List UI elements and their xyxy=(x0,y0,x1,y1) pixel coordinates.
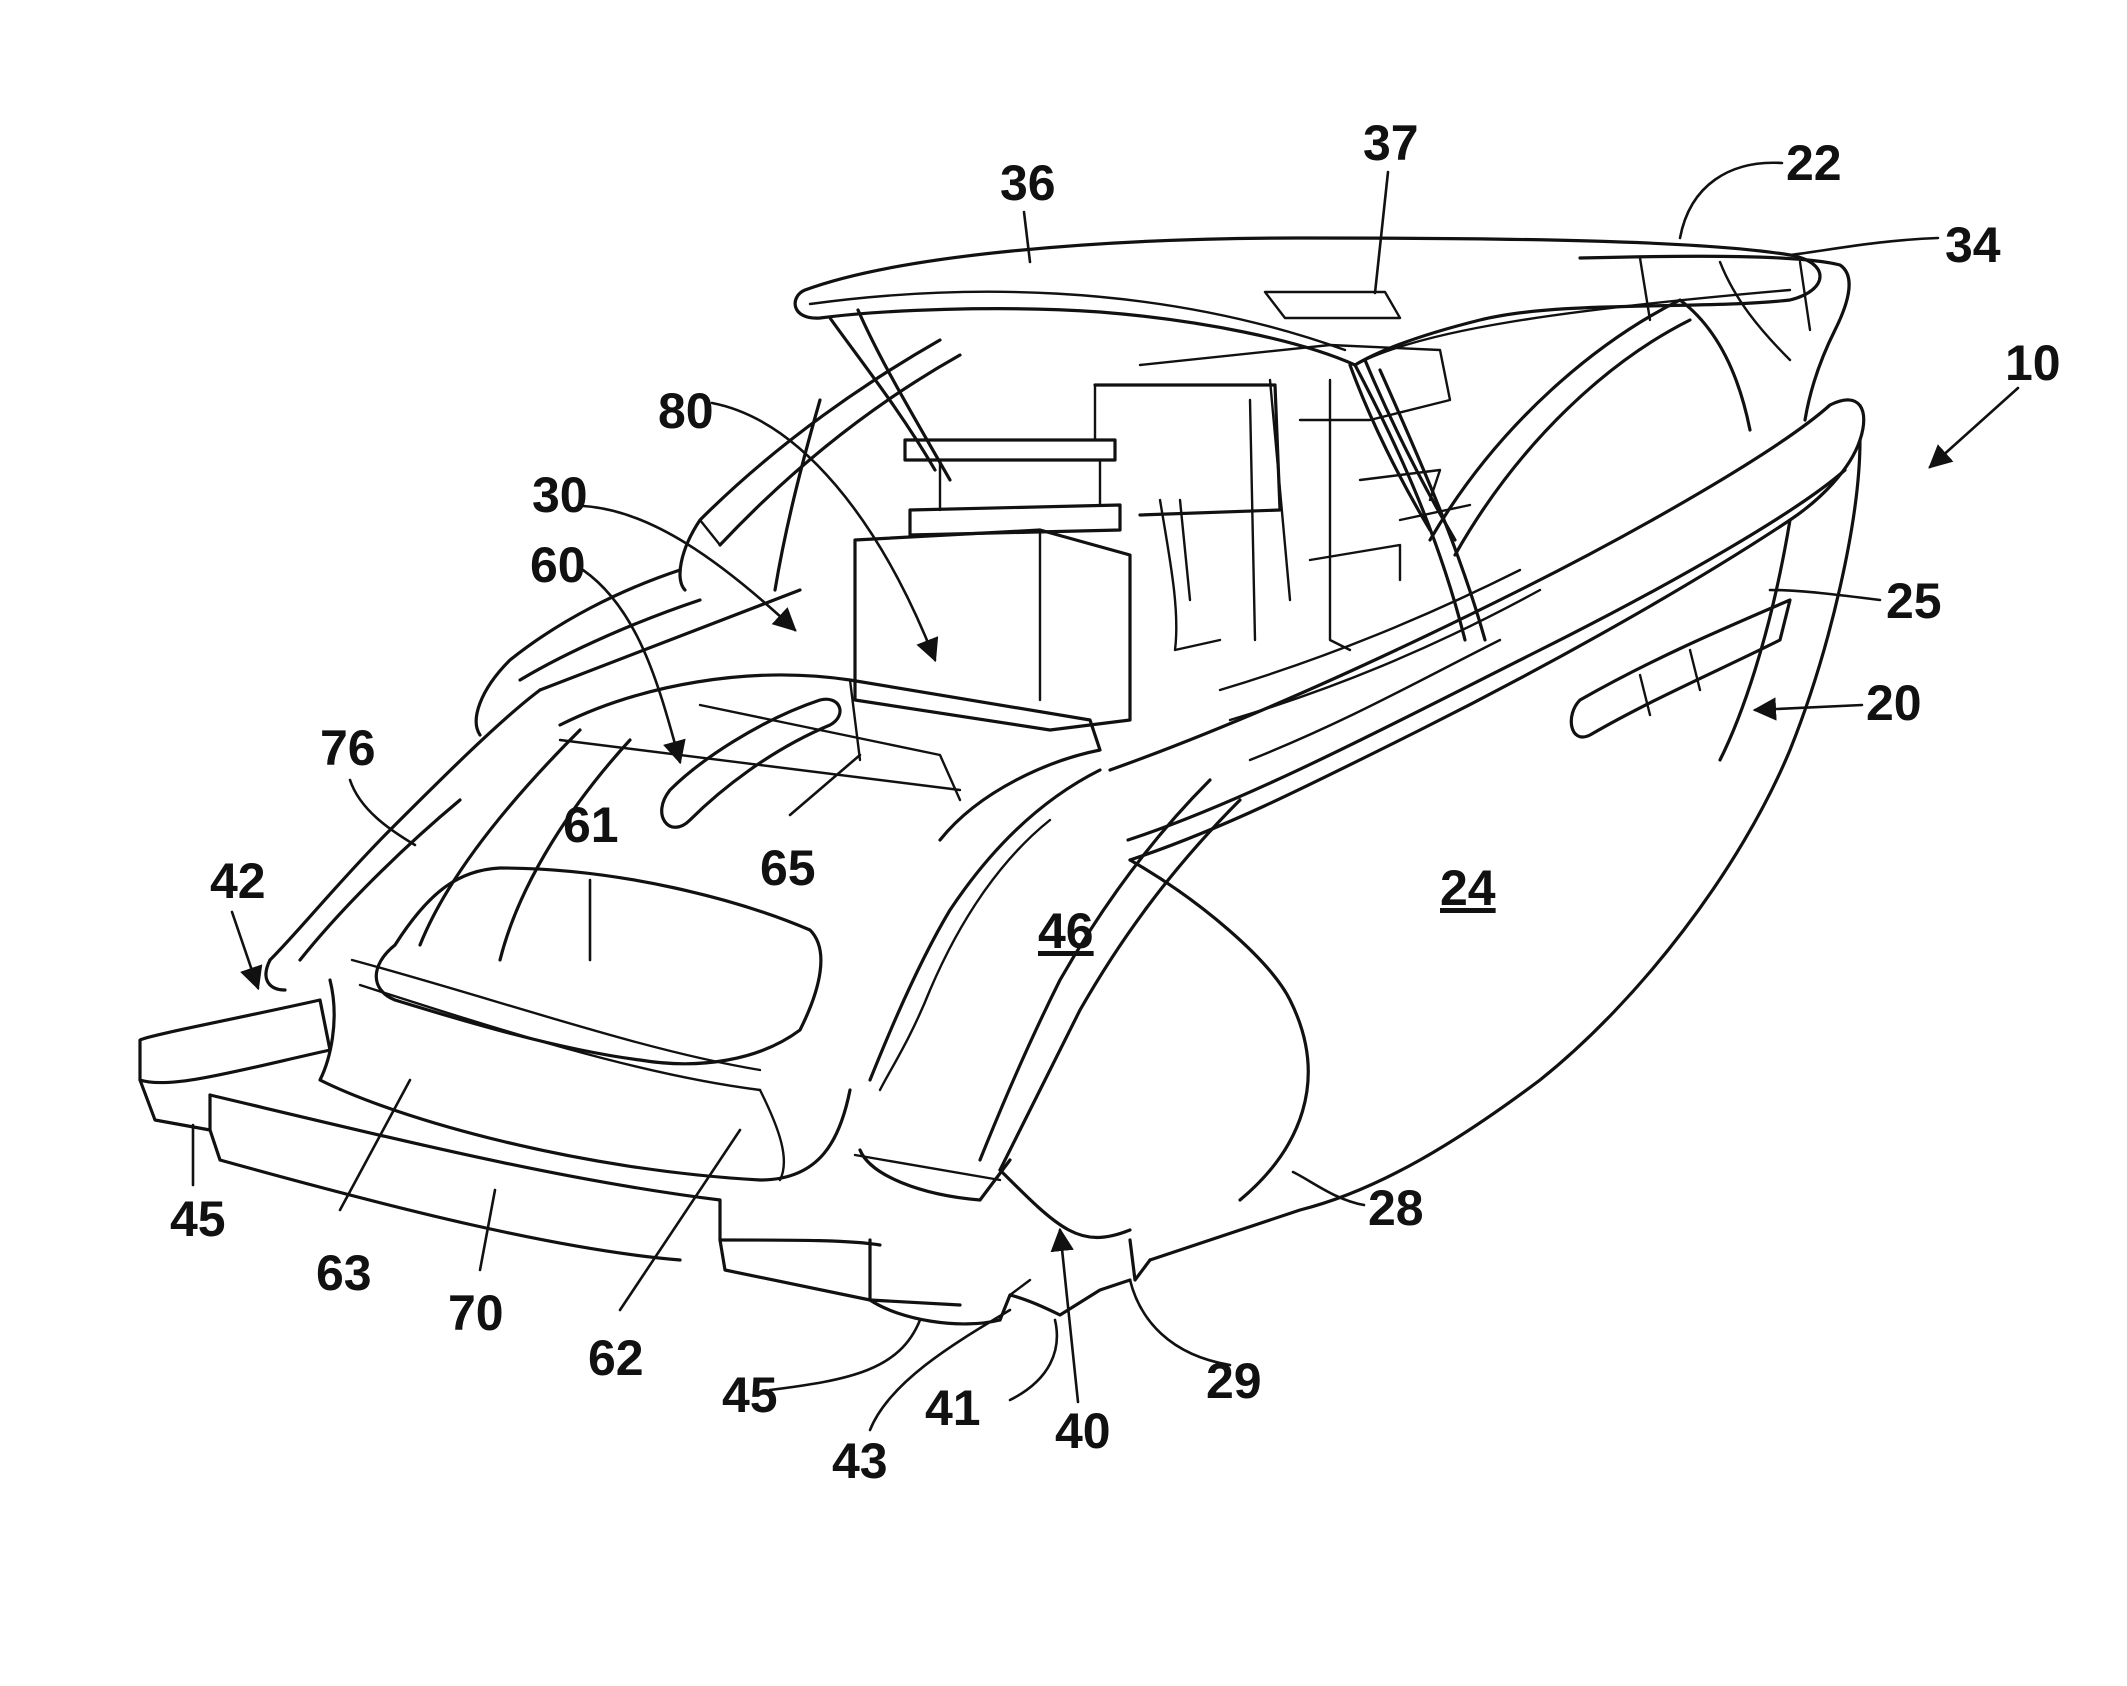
leader-60 xyxy=(583,570,680,762)
leader-25 xyxy=(1770,590,1880,600)
label-28: 28 xyxy=(1368,1180,1424,1236)
label-46: 46 xyxy=(1038,903,1094,959)
label-24: 24 xyxy=(1440,860,1496,916)
leader-45b xyxy=(770,1320,920,1390)
label-20: 20 xyxy=(1866,675,1922,731)
label-41: 41 xyxy=(925,1380,981,1436)
leader-65 xyxy=(790,755,860,815)
roof-skylight xyxy=(1265,292,1400,318)
label-22: 22 xyxy=(1786,135,1842,191)
label-25: 25 xyxy=(1886,573,1942,629)
label-45b: 45 xyxy=(722,1367,778,1423)
boat-drawing xyxy=(140,238,1864,1324)
label-70: 70 xyxy=(448,1285,504,1341)
reference-labels: 10 20 22 24 25 28 29 30 34 36 37 40 41 4… xyxy=(170,115,2061,1489)
leader-63 xyxy=(340,1080,410,1210)
label-65: 65 xyxy=(760,840,816,896)
swim-platform xyxy=(140,1000,330,1083)
leader-22 xyxy=(1680,163,1782,238)
gunwale-sheer xyxy=(1110,400,1864,860)
leader-36 xyxy=(1024,212,1030,262)
label-34: 34 xyxy=(1945,217,2001,273)
label-76: 76 xyxy=(320,720,376,776)
label-61: 61 xyxy=(563,797,619,853)
label-40: 40 xyxy=(1055,1403,1111,1459)
label-80: 80 xyxy=(658,383,714,439)
leader-76 xyxy=(350,780,415,845)
cockpit-console xyxy=(855,530,1130,730)
label-30: 30 xyxy=(532,467,588,523)
leader-41 xyxy=(1010,1320,1057,1400)
label-36: 36 xyxy=(1000,155,1056,211)
label-43: 43 xyxy=(832,1433,888,1489)
label-10: 10 xyxy=(2005,335,2061,391)
leader-lines xyxy=(193,163,2018,1430)
label-63: 63 xyxy=(316,1245,372,1301)
aft-coaming xyxy=(270,690,540,960)
leader-20 xyxy=(1755,705,1862,710)
leader-10 xyxy=(1930,388,2018,467)
label-62: 62 xyxy=(588,1330,644,1386)
leader-42 xyxy=(232,912,258,988)
hull-window xyxy=(1571,600,1790,737)
leader-37 xyxy=(1375,172,1388,293)
leader-30 xyxy=(583,506,795,630)
leader-80 xyxy=(712,403,935,660)
label-37: 37 xyxy=(1363,115,1419,171)
leader-34 xyxy=(1790,238,1938,255)
label-45a: 45 xyxy=(170,1191,226,1247)
label-42: 42 xyxy=(210,853,266,909)
hull-topside xyxy=(1130,860,1308,1200)
hull-keel xyxy=(1130,1240,1150,1280)
leader-40 xyxy=(1060,1230,1078,1402)
label-29: 29 xyxy=(1206,1353,1262,1409)
label-60: 60 xyxy=(530,537,586,593)
leader-62 xyxy=(620,1130,740,1310)
